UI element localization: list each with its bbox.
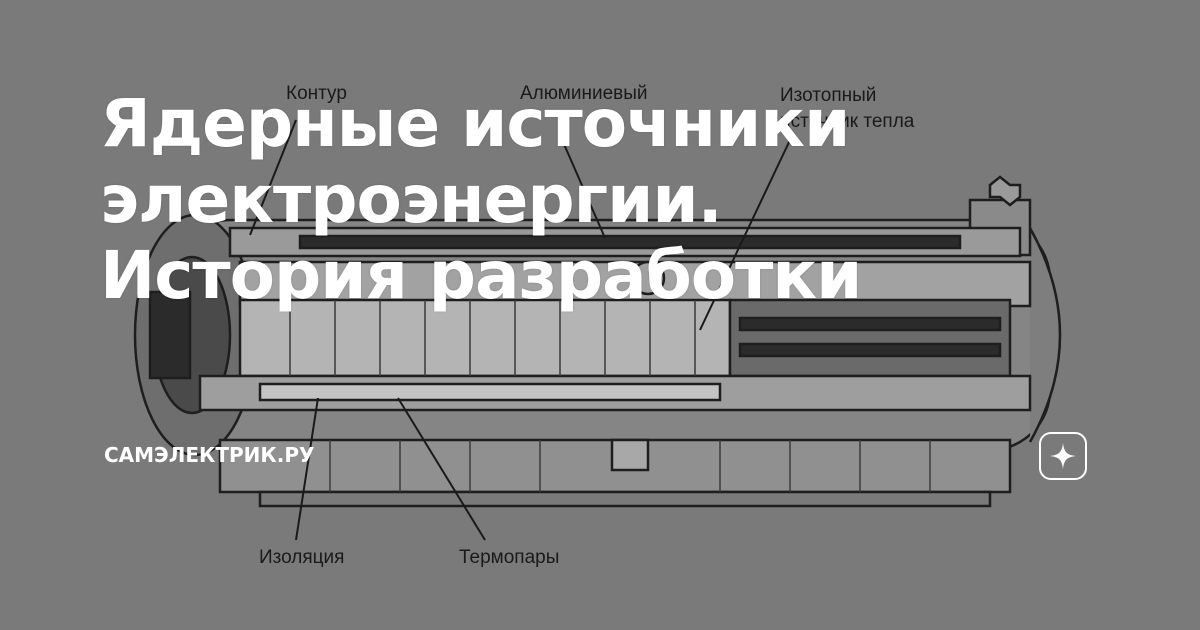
diagram-label-aluminum: Алюминиевый <box>520 83 648 104</box>
diagram-label-contour: Контур <box>286 83 347 104</box>
source-name[interactable]: САМЭЛЕКТРИК.РУ <box>104 443 315 467</box>
diagram-label-isotope-1: Изотопный <box>780 85 877 106</box>
diagram-label-thermocouples: Термопары <box>459 547 560 568</box>
article-title[interactable]: Ядерные источники электроэнергии. Истори… <box>100 85 862 314</box>
zen-star-icon[interactable] <box>1039 432 1087 480</box>
diagram-label-insulation: Изоляция <box>259 547 345 568</box>
diagram-label-isotope-2: источник тепла <box>780 111 915 132</box>
